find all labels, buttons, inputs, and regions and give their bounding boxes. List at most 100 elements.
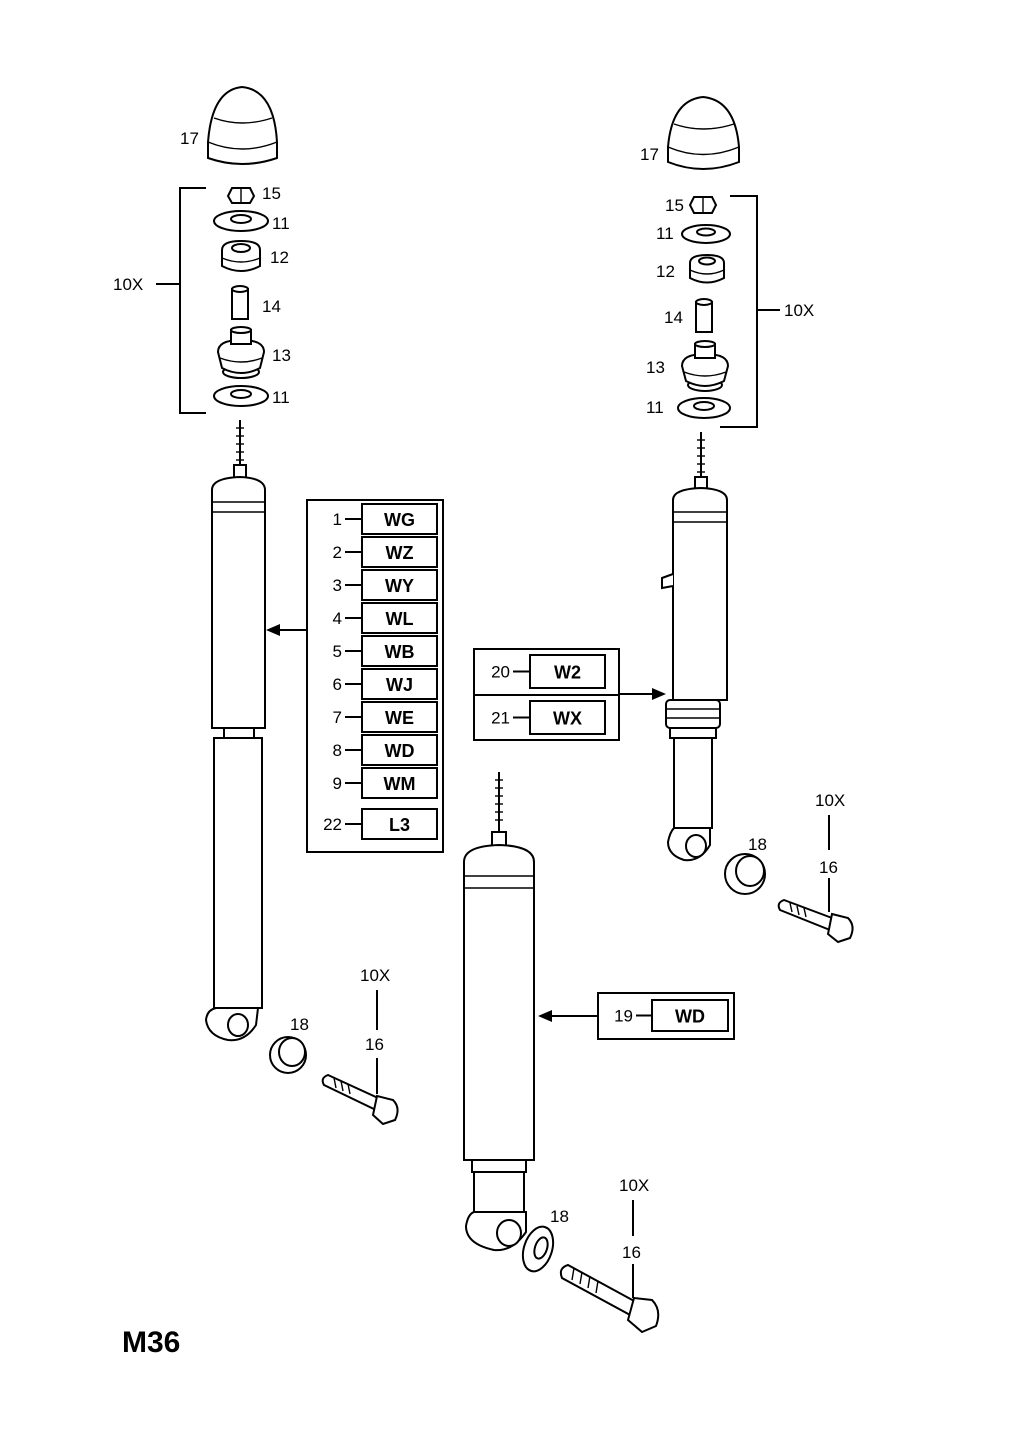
variant-row: 1 WG — [333, 503, 438, 535]
center-variant-table-rows: 19 WD — [614, 999, 729, 1032]
variant-row: 21 WX — [491, 700, 606, 735]
variant-row: 6 WJ — [333, 668, 438, 700]
left-bushing-upper — [221, 239, 261, 272]
variant-number: 7 — [333, 708, 342, 727]
page-code: M36 — [122, 1326, 180, 1359]
variant-number: 1 — [333, 510, 342, 529]
center-washer-18 — [521, 1225, 555, 1273]
variant-row: 8 WD — [333, 734, 438, 766]
variant-code-box — [651, 999, 729, 1032]
left-variant-table — [306, 499, 444, 853]
variant-row: 4 WL — [333, 602, 438, 634]
label-16-left: 16 — [365, 1035, 384, 1054]
variant-code-box — [361, 635, 438, 667]
variant-code: WY — [385, 576, 414, 596]
label-13-right: 13 — [646, 358, 665, 377]
variant-row: 7 WE — [333, 701, 438, 733]
center-shock-absorber — [463, 772, 535, 1252]
variant-number: 20 — [491, 663, 510, 682]
label-11-left-lower: 11 — [272, 388, 290, 407]
label-10x-left-kit: 10X — [113, 275, 143, 294]
right-bushing-lower — [680, 340, 730, 392]
variant-code-box — [361, 503, 438, 535]
label-11-right-upper: 11 — [656, 224, 674, 243]
right-shock-absorber — [661, 432, 728, 862]
center-variant-table — [597, 992, 735, 1040]
variant-row: 20 W2 — [491, 654, 606, 689]
variant-row: 19 WD — [614, 999, 729, 1032]
variant-code: WL — [386, 609, 414, 629]
left-bolt-16 — [321, 1073, 399, 1126]
label-18-center: 18 — [550, 1207, 569, 1226]
variant-number: 4 — [333, 609, 342, 628]
variant-code-box — [529, 700, 606, 735]
variant-code: WJ — [386, 675, 413, 695]
left-nut — [226, 187, 256, 204]
label-12-left: 12 — [270, 248, 289, 267]
label-15-left: 15 — [262, 184, 281, 203]
variant-code: WZ — [386, 543, 414, 563]
center-bolt-16 — [559, 1263, 660, 1334]
right-variant-table-rows: 20 W2 21 WX — [491, 654, 606, 735]
right-bushing-upper — [689, 253, 725, 284]
label-10x-right-kit: 10X — [784, 301, 814, 320]
variant-code-box — [361, 569, 438, 601]
label-17-right: 17 — [640, 145, 659, 164]
variant-code-box — [361, 734, 438, 766]
label-16-center: 16 — [622, 1243, 641, 1262]
variant-code: WM — [384, 774, 416, 794]
left-bump-stop — [207, 85, 278, 165]
label-14-right: 14 — [664, 308, 683, 327]
label-17-left: 17 — [180, 129, 199, 148]
variant-code-box — [361, 536, 438, 568]
variant-number: 8 — [333, 741, 342, 760]
variant-code-box — [361, 668, 438, 700]
variant-row: 22 L3 — [323, 808, 438, 840]
variant-number: 21 — [491, 709, 510, 728]
left-washer-lower — [213, 385, 269, 407]
variant-code: WD — [385, 741, 415, 761]
left-kit-bracket — [179, 187, 206, 414]
left-spacer-tube — [231, 285, 249, 320]
label-10x-center-bolt: 10X — [619, 1176, 649, 1195]
variant-code-box — [361, 767, 438, 799]
left-shock-absorber — [204, 420, 266, 1042]
right-kit-bracket — [720, 195, 758, 428]
right-bump-stop — [667, 95, 740, 170]
right-washer-lower — [677, 397, 731, 419]
variant-number: 3 — [333, 576, 342, 595]
variant-code: W2 — [554, 663, 581, 683]
label-16-right: 16 — [819, 858, 838, 877]
label-18-right: 18 — [748, 835, 767, 854]
variant-code: WD — [675, 1007, 705, 1027]
variant-code-box — [361, 701, 438, 733]
right-bush-18 — [724, 853, 766, 895]
variant-number: 22 — [323, 815, 342, 834]
variant-code-box — [361, 808, 438, 840]
variant-row: 2 WZ — [333, 536, 438, 568]
variant-number: 6 — [333, 675, 342, 694]
variant-code-box — [361, 602, 438, 634]
variant-number: 2 — [333, 543, 342, 562]
left-bush-18 — [269, 1036, 307, 1074]
label-18-left: 18 — [290, 1015, 309, 1034]
variant-code: L3 — [389, 815, 410, 835]
right-washer-upper — [681, 224, 731, 244]
variant-number: 19 — [614, 1007, 633, 1026]
variant-code: WX — [553, 709, 582, 729]
left-bushing-lower — [216, 326, 266, 379]
variant-code-box — [529, 654, 606, 689]
right-bolt-16 — [777, 898, 854, 944]
right-nut — [688, 196, 718, 214]
right-spacer-tube — [695, 298, 713, 333]
label-15-right: 15 — [665, 196, 684, 215]
label-13-left: 13 — [272, 346, 291, 365]
label-12-right: 12 — [656, 262, 675, 281]
variant-code: WE — [385, 708, 414, 728]
label-11-right-lower: 11 — [646, 398, 664, 417]
left-washer-upper — [213, 210, 269, 232]
variant-code: WG — [384, 510, 415, 530]
